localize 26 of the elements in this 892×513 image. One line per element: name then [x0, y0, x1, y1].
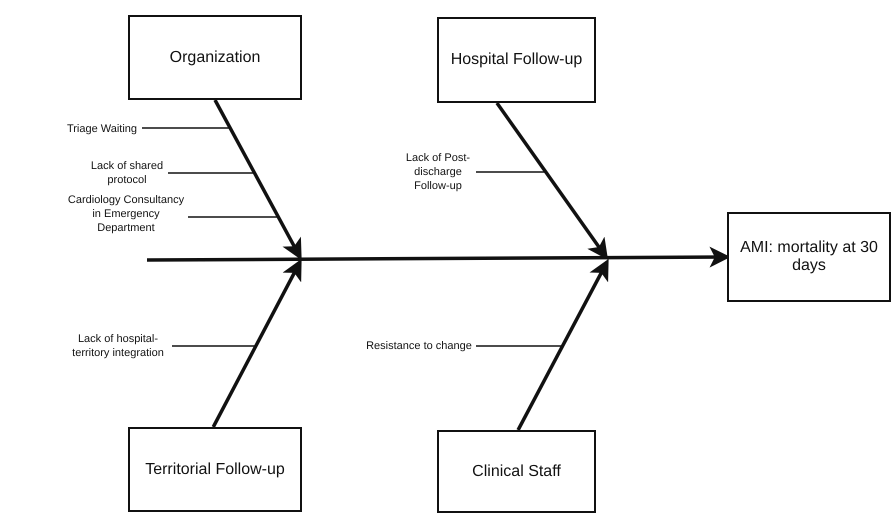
cause-label: Triage Waiting	[66, 122, 138, 136]
category-box	[437, 17, 596, 103]
category-label: Organization	[170, 48, 260, 66]
rib-line	[476, 171, 546, 173]
cause-label: Lack of Post-discharge Follow-up	[404, 151, 472, 193]
category-box	[437, 430, 596, 513]
rib-line	[476, 345, 562, 347]
rib-line	[168, 172, 255, 174]
category-label: AMI: mortality at 30 days	[739, 239, 879, 275]
category-box	[128, 427, 302, 512]
category-label: Territorial Follow-up	[145, 460, 285, 478]
rib-line	[172, 345, 256, 347]
arrow	[496, 102, 608, 260]
rib-line	[188, 216, 278, 218]
cause-label: Lack of hospital-territory integration	[71, 332, 165, 360]
cause-label: Lack of shared protocol	[90, 159, 164, 187]
rib-line	[142, 127, 230, 129]
category-box	[128, 15, 302, 100]
category-label: Hospital Follow-up	[450, 51, 582, 69]
cause-label: Resistance to change	[366, 339, 472, 353]
arrow	[516, 258, 609, 431]
category-box	[727, 212, 891, 302]
category-label: Clinical Staff	[472, 462, 561, 480]
cause-label: Cardiology Consultancy in Emergency Department	[66, 193, 186, 235]
arrow	[212, 258, 302, 428]
arrow	[213, 99, 302, 260]
